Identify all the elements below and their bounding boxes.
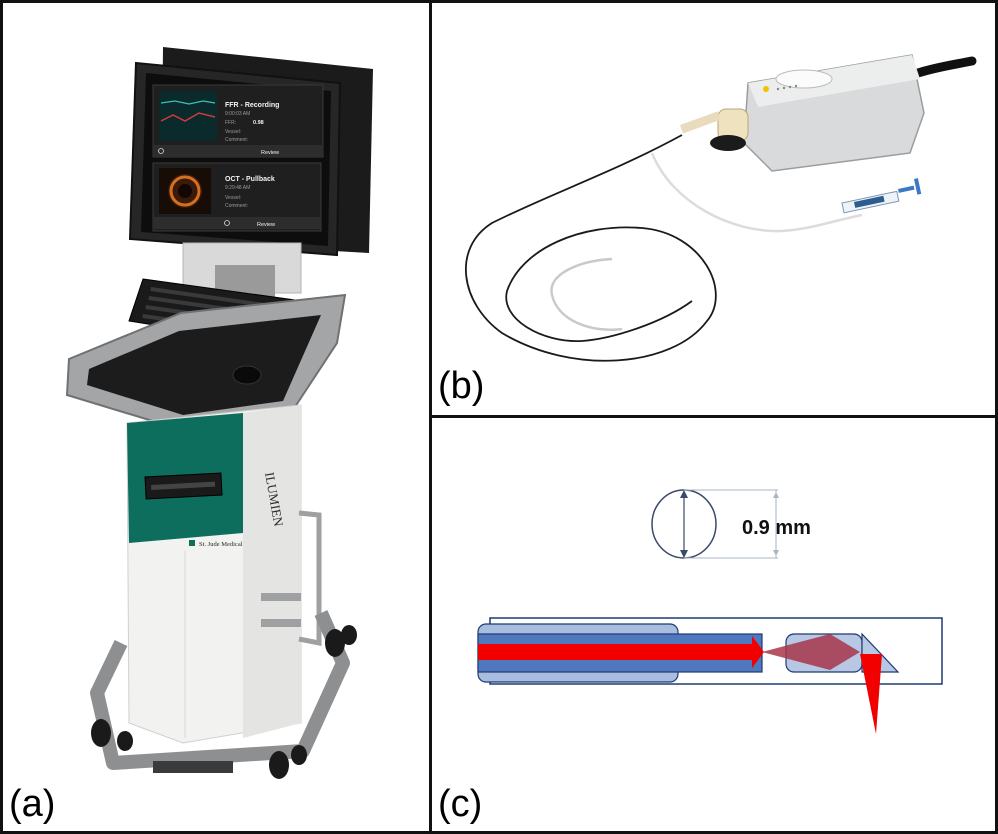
light-beam-arrow <box>478 636 764 668</box>
maker-logo-text: St. Jude Medical <box>199 541 243 548</box>
screen-ffr-value: 0.98 <box>253 120 264 126</box>
screen-ffr-comment: Comment: <box>225 137 248 143</box>
screen-ffr-label: FFR: <box>225 120 236 126</box>
panel-label-c: (c) <box>438 783 483 825</box>
catheter-illustration <box>465 54 977 362</box>
syringe-icon <box>841 178 922 214</box>
imaging-tip-diagram <box>477 617 943 734</box>
catheter-tip-schematic: 0.9 mm <box>477 489 943 734</box>
screen-oct-vessel: Vessel: <box>225 195 241 201</box>
screen-ffr-time: 9:00:03 AM <box>225 111 250 117</box>
screen-card-ffr: FFR - Recording 9:00:03 AM FFR: 0.98 Ves… <box>152 84 324 158</box>
diameter-label: 0.9 mm <box>742 517 811 539</box>
screen-oct-review: Review <box>257 222 275 228</box>
oct-cart-illustration: FFR - Recording 9:00:03 AM FFR: 0.98 Ves… <box>65 47 373 779</box>
panel-a: FFR - Recording 9:00:03 AM FFR: 0.98 Ves… <box>0 0 432 834</box>
screen-oct-time: 9:29:48 AM <box>225 185 250 191</box>
panel-b: (b) <box>429 0 998 418</box>
panel-label-a: (a) <box>9 783 56 825</box>
panel-label-b: (b) <box>438 365 485 407</box>
maker-logo-icon <box>189 540 195 546</box>
cross-section-diagram: 0.9 mm <box>651 489 811 559</box>
screen-oct-comment: Comment: <box>225 203 248 209</box>
screen-card-oct: OCT - Pullback 9:29:48 AM Vessel: Commen… <box>152 162 322 232</box>
screen-oct-title: OCT - Pullback <box>225 176 275 183</box>
screen-ffr-title: FFR - Recording <box>225 102 279 109</box>
magnifier-icon <box>224 220 230 226</box>
screen-ffr-vessel: Vessel: <box>225 129 241 135</box>
magnifier-icon <box>158 148 164 154</box>
screen-ffr-review: Review <box>261 150 279 156</box>
side-beam-icon <box>860 654 882 734</box>
mouse-icon <box>232 365 262 385</box>
panel-c: 0.9 mm (c) <box>429 415 998 834</box>
drive-unit-icon <box>680 54 925 172</box>
